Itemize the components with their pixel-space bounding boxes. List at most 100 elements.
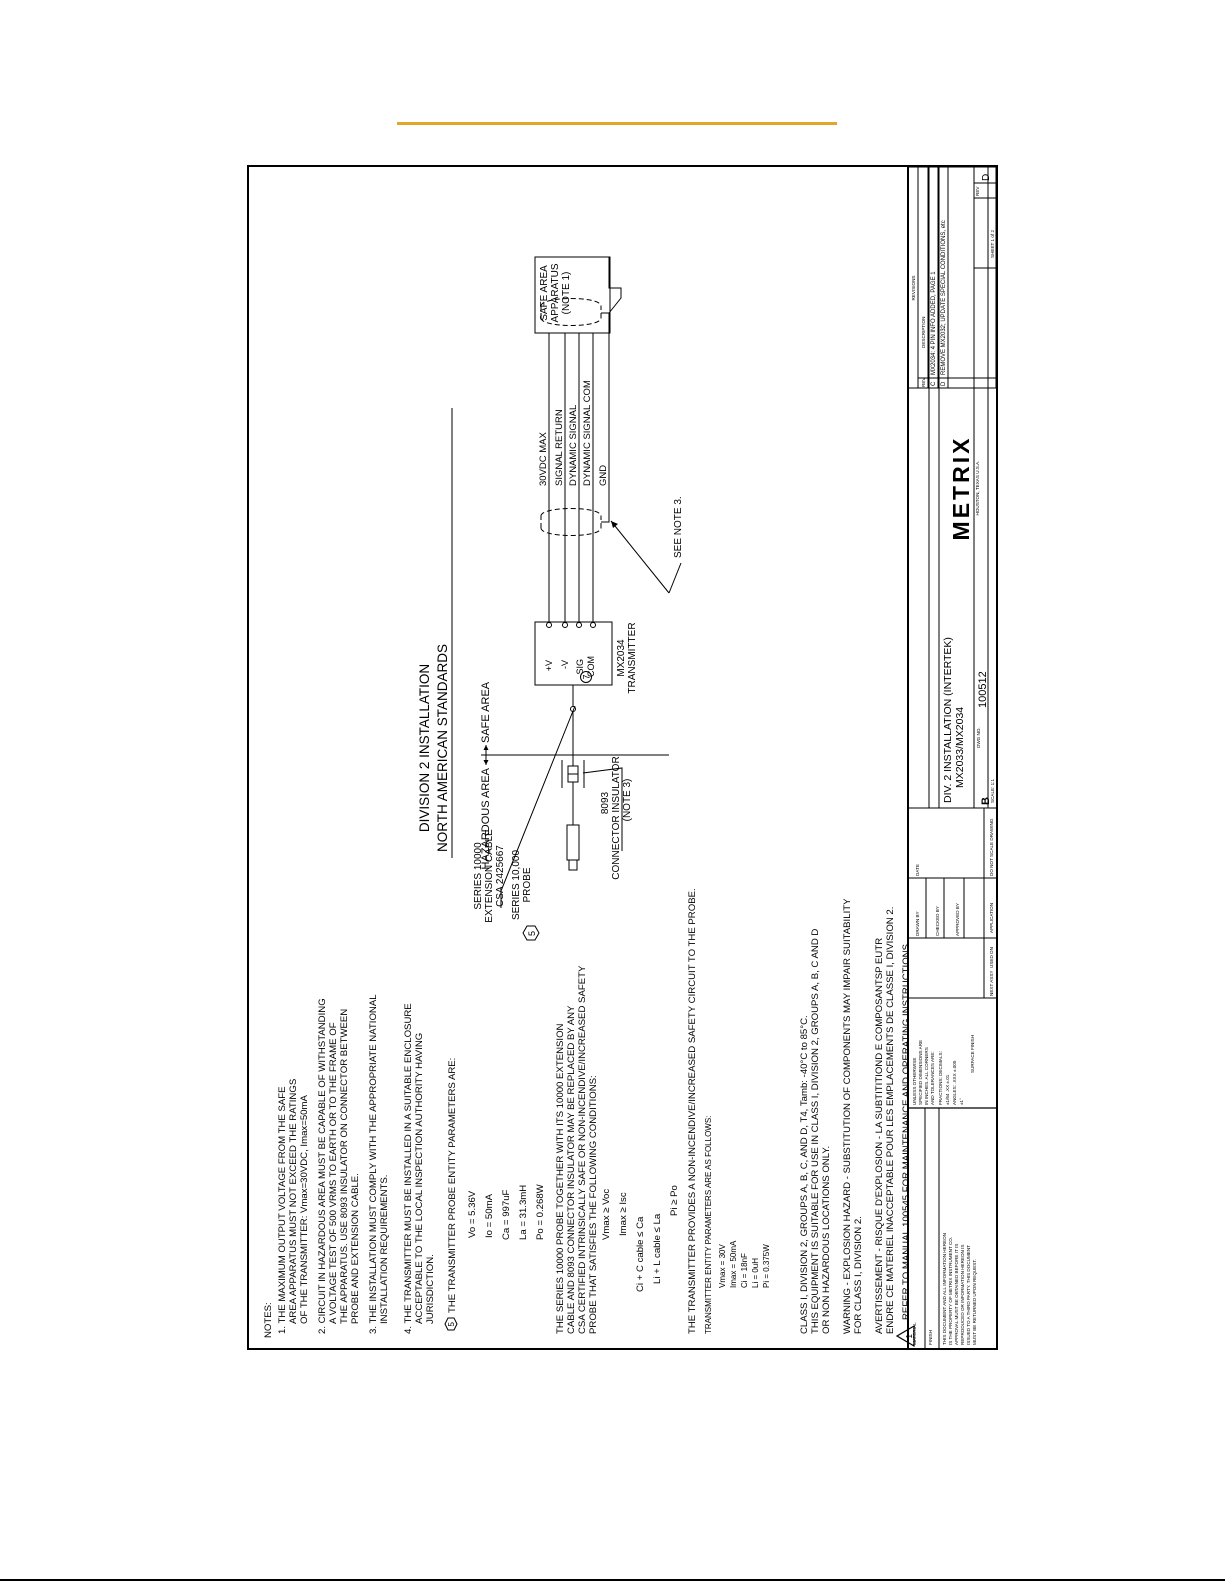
note-5-heading: THE TRANSMITTER PROBE ENTITY PARAMETERS …: [447, 1058, 458, 1313]
notes-section: NOTES: 1. THE MAXIMUM OUTPUT VOLTAGE FRO…: [263, 888, 915, 1348]
condition-imax: Imax ≥ Isc: [618, 1192, 629, 1236]
area-division: HAZARDOUS AREA SAFE AREA: [480, 681, 669, 869]
drawn-by-label: DRAWN BY: [915, 911, 920, 936]
safe-area-apparatus-box: [534, 256, 611, 334]
pin-marker-circle: [580, 671, 592, 683]
pin-com-label: COM: [586, 656, 596, 677]
revision-c-letter: C: [931, 381, 937, 386]
revisions-rev-header: REV: [921, 377, 926, 387]
class-line-2: THIS EQUIPMENT IS SUITABLE FOR USE IN CL…: [810, 929, 821, 1334]
insulator-half-a: [567, 773, 579, 783]
substitution-line-2: CABLE AND 8093 CONNECTOR INSULATOR MAY B…: [566, 1005, 577, 1334]
finish-label: FINISH: [928, 1330, 933, 1345]
pin-minus-v-label: -V: [560, 660, 570, 669]
wiring: [540, 257, 682, 622]
terminal-minus-v: [562, 622, 568, 628]
tolerance-line-3: IN INCHES. ALL CORNERS: [924, 1047, 929, 1105]
apparatus-label-line-2: APPARATUS: [550, 263, 561, 322]
sheet-number: SHEET 1 of 2: [990, 230, 995, 258]
tolerance-line-4: AND TOLERANCES ARE:: [930, 1051, 935, 1105]
note-2-line-2: A VOLTAGE TEST OF 500 VRMS TO EARTH OR T…: [328, 1022, 339, 1324]
hazardous-area-label: HAZARDOUS AREA: [480, 767, 492, 869]
title-block: MATERIAL FINISH THIS DOCUMENT AND ALL IN…: [912, 174, 995, 1345]
revision-c-description: MX2034: 4 PIN INFO ADDED, PAGE 1: [931, 271, 937, 375]
pin-plus-v-label: +V: [544, 660, 554, 671]
note-2-line-3: THE APPARATUS. USE 8093 INSULATOR ON CON…: [339, 1009, 350, 1324]
property-line-6: MUST BE RETURNED UPON REQUEST.: [972, 1259, 977, 1345]
area-arrow-left: [483, 760, 489, 765]
next-assy-label: NEXT ASSY: [989, 971, 994, 996]
diagram-title-line-2: NORTH AMERICAN STANDARDS: [435, 644, 450, 852]
material-label: MATERIAL: [912, 1322, 917, 1345]
safe-area-label: SAFE AREA: [480, 681, 492, 743]
date-label: DATE: [915, 864, 920, 876]
note-5-marker-number: 5: [447, 1322, 456, 1327]
transmitter-box: [534, 621, 613, 686]
probe-body: [566, 824, 580, 861]
insulator-half-b: [567, 765, 579, 775]
header-accent-bar: [397, 122, 837, 125]
param-io: Io = 50mA: [484, 1193, 495, 1238]
warning-triangle-icon: [895, 1324, 915, 1348]
revision-d-letter: D: [941, 381, 947, 386]
substitution-line-1: THE SERIES 10000 PROBE TOGETHER WITH ITS…: [555, 1023, 566, 1334]
tolerance-line-7: ANGLES: .XXX ±.005: [952, 1060, 957, 1105]
drawing-sheet: NOTES: 1. THE MAXIMUM OUTPUT VOLTAGE FRO…: [247, 165, 998, 1350]
property-line-3: APPROVAL MUST BE OBTAINED BEFORE IT IS: [954, 1244, 959, 1345]
probe-label-line-2: PROBE: [522, 867, 533, 902]
substitution-line-4: PROBE THAT SATISFIES THE FOLLOWING CONDI…: [588, 1075, 599, 1334]
see-note-leader: [610, 520, 670, 594]
note-2-line-4: PROBE AND EXTENSION CABLE.: [350, 1173, 361, 1324]
tolerance-line-6: ±1/64 .XX ±.01: [945, 1074, 950, 1105]
avertissement-line-2: ENDRE CE MATERIEL INACCEPTABLE POUR LES …: [885, 907, 896, 1334]
revision-block: REVISIONS REV DESCRIPTION C MX2034: 4 PI…: [911, 220, 947, 387]
pin-marker-number: 7: [582, 674, 592, 679]
note-2-line-1: 2. CIRCUIT IN HAZARDOUS AREA MUST BE CAP…: [317, 998, 328, 1334]
checked-by-label: CHECKED BY: [935, 906, 940, 936]
dwg-no-label: DWG NO.: [976, 727, 981, 748]
scale-label: SCALE: 1:1: [990, 779, 995, 803]
do-not-scale-label: DO NOT SCALE DRAWING: [989, 818, 994, 876]
param-ca: Ca = 997uF: [501, 1189, 512, 1240]
class-line-1: CLASS I, DIVISION 2, GROUPS A, B, C, AND…: [799, 1015, 810, 1334]
pin-sig-label: SIG: [575, 659, 585, 675]
wire-gnd: [601, 312, 610, 523]
param-vo: Vo = 5.36V: [467, 1190, 478, 1238]
shield-left: [540, 508, 602, 536]
surface-finish-label: SURFACE FINISH: [970, 1035, 975, 1073]
apparatus-label-line-3: (NOTE 1): [561, 272, 572, 315]
probe-marker-number: 5: [527, 931, 537, 936]
cable-label-line-2: EXTENSION CABLE: [484, 829, 495, 923]
param-la: La = 31.3mH: [518, 1185, 529, 1240]
insulator-label-line-2: CONNECTOR INSULATOR: [611, 756, 622, 879]
note-1-line-2: AREA APPARATUS MUST NOT EXCEED THE RATIN…: [288, 1079, 299, 1324]
tolerance-line-8: ±1°: [959, 1098, 964, 1105]
property-line-4: REPRODUCED OR INFORMATION HEREON IS: [960, 1245, 965, 1345]
see-note-arrowhead: [611, 521, 618, 528]
note-4-line-1: 4. THE TRANSMITTER MUST BE INSTALLED IN …: [403, 1003, 414, 1334]
entity-heading: TRANSMITTER ENTITY PARAMETERS ARE AS FOL…: [704, 1116, 713, 1334]
transmitter-type-label: TRANSMITTER: [627, 622, 638, 693]
terminal-com: [590, 622, 596, 628]
insulator-label-line-1: 8093: [600, 791, 611, 814]
drawing-number: 100512: [977, 671, 989, 708]
page-bottom-rule: [0, 1579, 1225, 1581]
note-4-line-2: ACCEPTABLE TO THE LOCAL INSPECTION AUTHO…: [414, 1033, 425, 1324]
probe-assembly: [500, 685, 623, 908]
company-logo: METRIX: [948, 436, 974, 541]
tolerance-line-5: FRACTIONS: DECIMALS:: [938, 1051, 943, 1105]
drawing-title-line-2: MX2033/MX2034: [954, 707, 966, 788]
note-5-hex-marker: [444, 1317, 458, 1331]
area-arrow-right: [483, 745, 489, 750]
drawing-title-line-1: DIV. 2 INSTALLATION (INTERTEK): [942, 637, 954, 803]
condition-inductance: Li + L cable ≤ La: [652, 1213, 663, 1284]
cable-label-line-1: SERIES 10000: [473, 842, 484, 910]
refer-manual-note: REFER TO MANUAL 100545 FOR MAINTENANCE A…: [901, 941, 912, 1320]
rev-letter: D: [981, 174, 992, 181]
probe-hex-marker: [522, 925, 540, 941]
tolerance-line-1: UNLESS OTHERWISE: [912, 1058, 917, 1105]
note-1-line-3: OF THE TRANSMITTER: Vmax=30VDC, Imax=50m…: [299, 1095, 310, 1324]
probe-tip: [568, 859, 578, 871]
probe-label-line-1: SERIES 10,000: [511, 850, 522, 920]
company-location: HOUSTON, TEXAS U.S.A.: [975, 461, 980, 516]
